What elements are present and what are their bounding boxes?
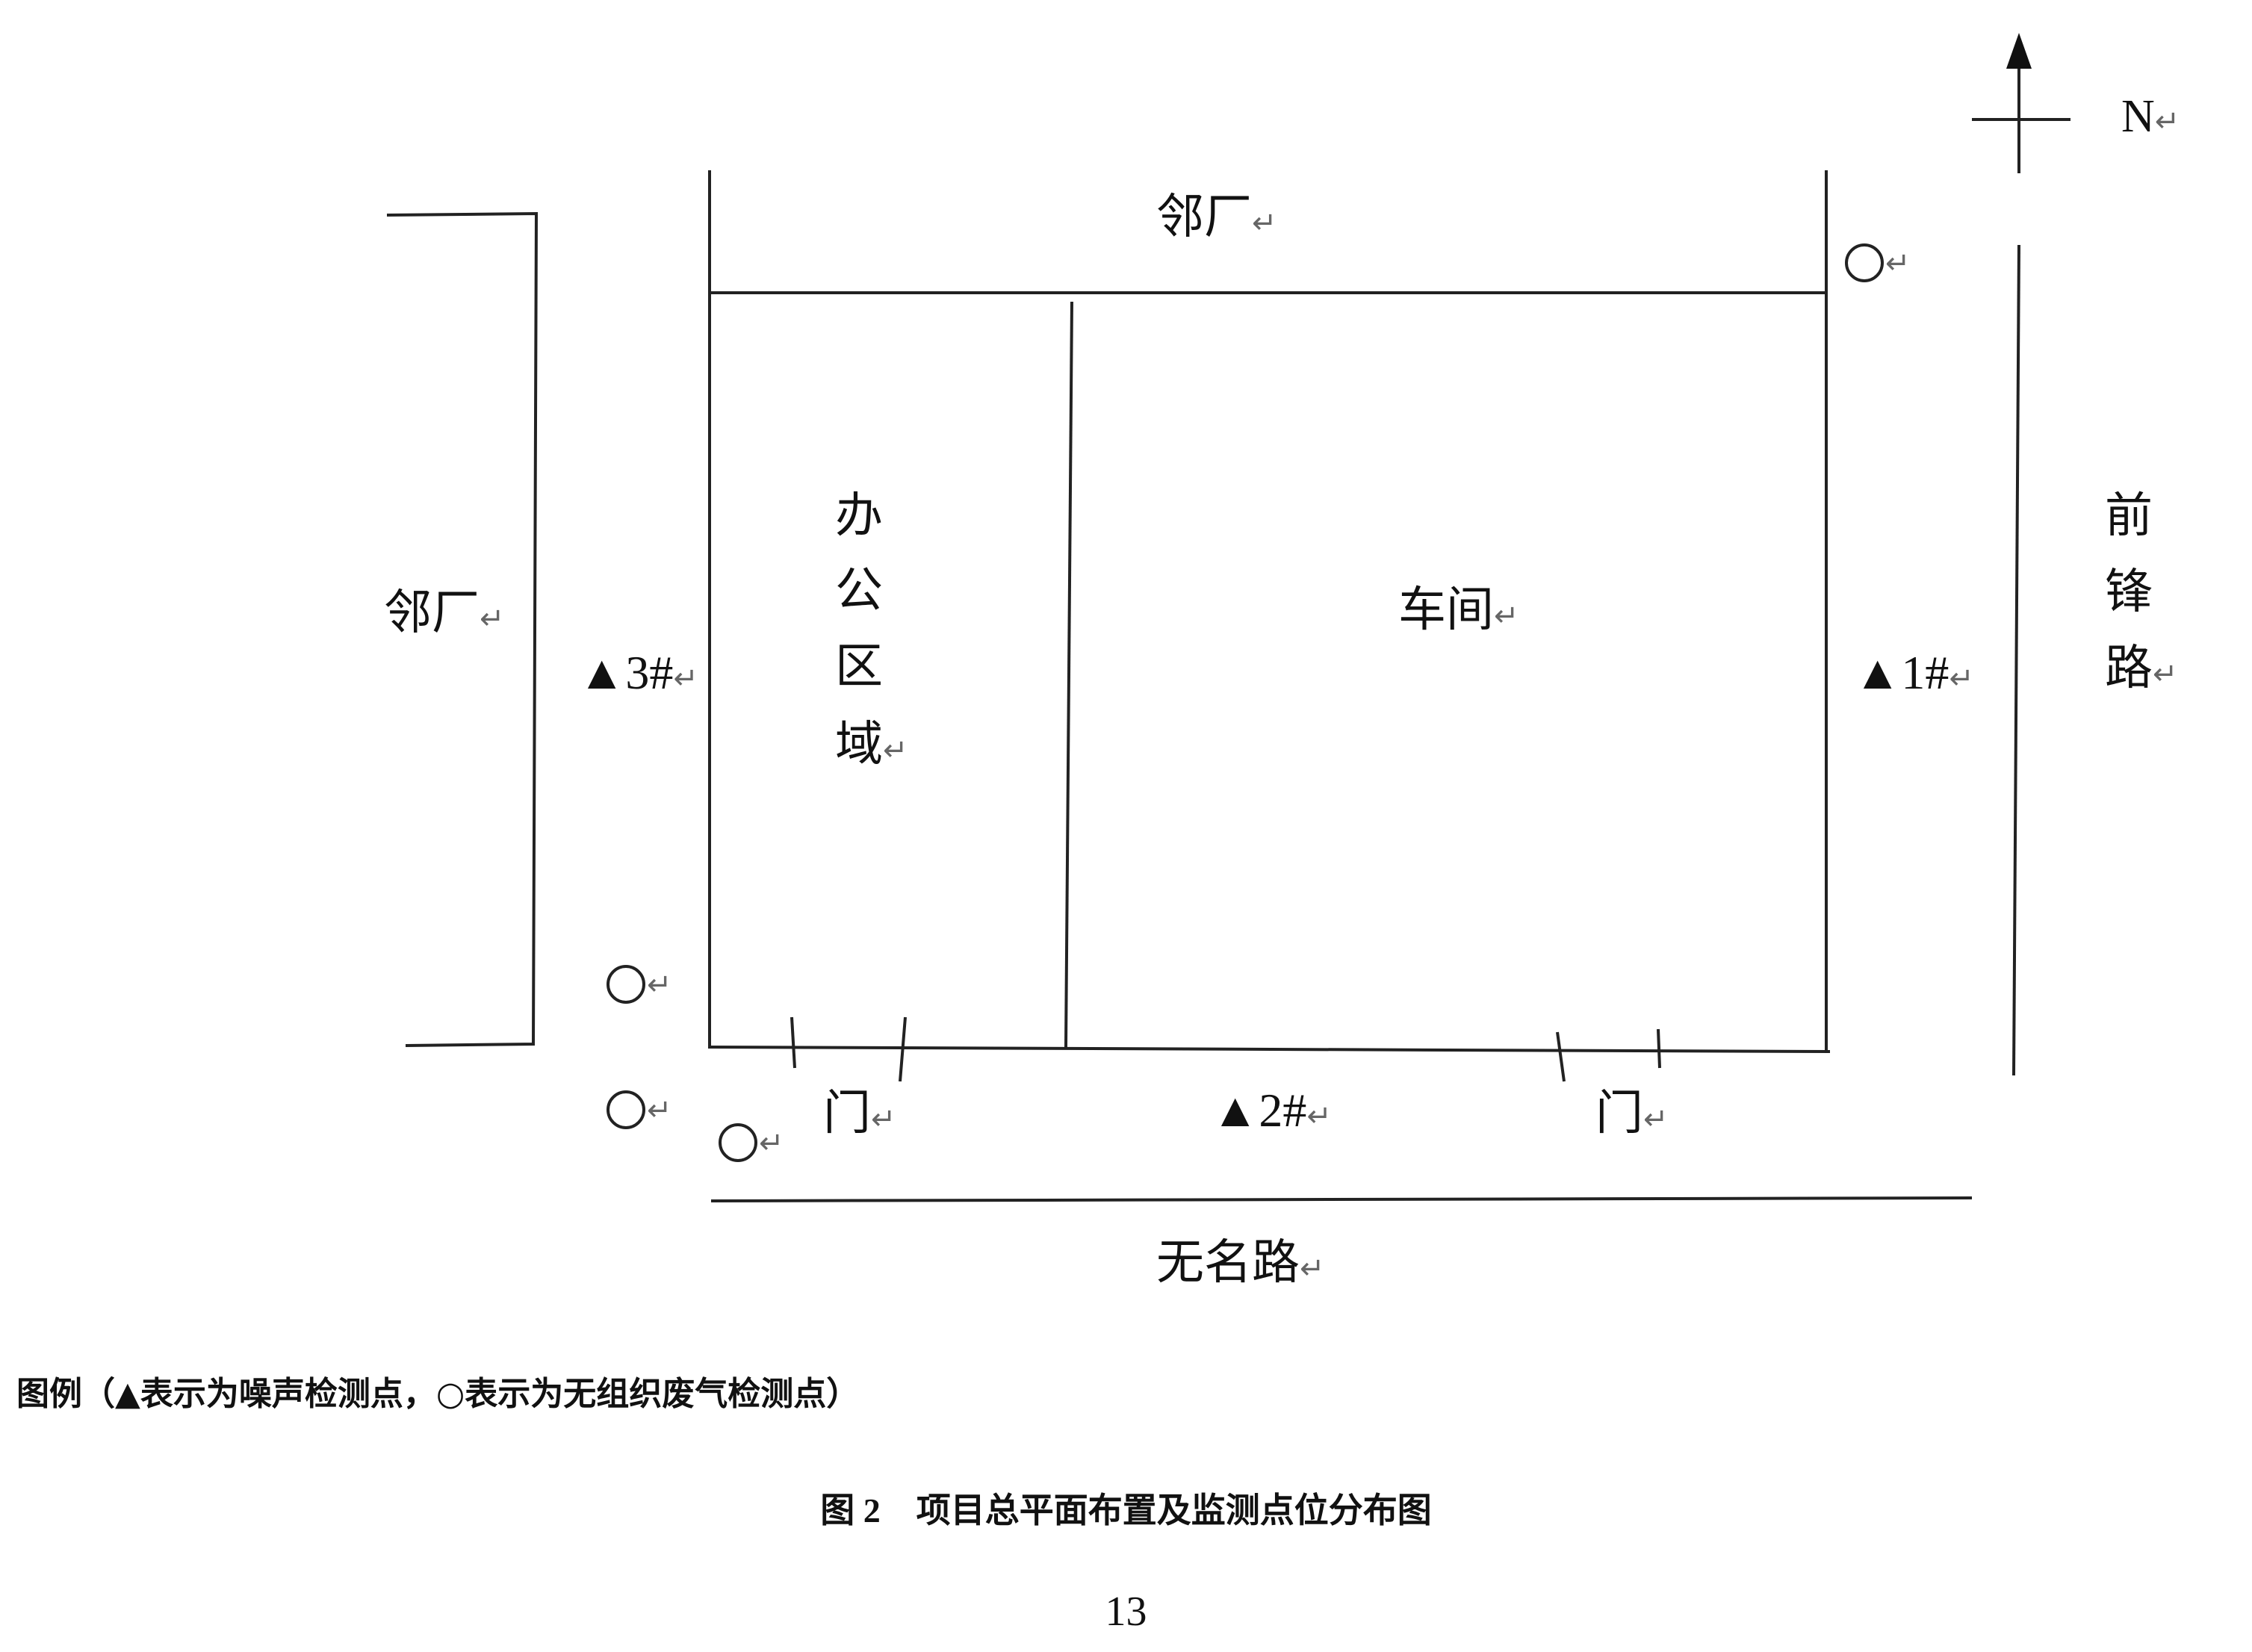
gate-tick xyxy=(899,1016,907,1082)
noise-point-3: ▲3#↵ xyxy=(578,646,698,699)
neighbor-factory-west-label: 邻厂↵ xyxy=(384,586,505,641)
air-monitoring-point xyxy=(607,965,645,1004)
page-number: 13 xyxy=(1105,1589,1147,1635)
legend: 图例（▲表示为噪声检测点，○表示为无组织废气检测点） xyxy=(16,1375,860,1413)
site-boundary-south xyxy=(709,1046,1831,1053)
north-label: N↵ xyxy=(2121,91,2180,142)
gate-tick xyxy=(790,1016,796,1069)
air-point-return-mark: ↵ xyxy=(647,968,672,1002)
gate-tick xyxy=(1657,1028,1661,1069)
figure-title: 项目总平面布置及监测点位分布图 xyxy=(916,1490,1432,1530)
air-monitoring-point xyxy=(719,1123,757,1162)
noise-point-2: ▲2#↵ xyxy=(1212,1084,1332,1137)
air-point-return-mark: ↵ xyxy=(759,1126,784,1161)
neighbor-factory-north-label: 邻厂↵ xyxy=(1156,190,1277,245)
figure-caption: 图 2 项目总平面布置及监测点位分布图 xyxy=(0,1483,2252,1533)
figure-number: 图 2 xyxy=(820,1491,881,1530)
office-workshop-divider xyxy=(1064,301,1073,1048)
gate-label: 门↵ xyxy=(1595,1086,1669,1141)
east-road-char: 锋 xyxy=(2105,565,2153,620)
office-area-char: 域↵ xyxy=(835,717,908,772)
east-road-char: 路↵ xyxy=(2105,641,2178,696)
air-point-return-mark: ↵ xyxy=(647,1093,672,1128)
air-monitoring-point xyxy=(1845,243,1884,282)
office-area-char: 区 xyxy=(835,639,883,695)
gate-tick xyxy=(1556,1031,1566,1082)
south-road-line xyxy=(710,1196,1973,1202)
east-road-char: 前 xyxy=(2105,488,2153,544)
office-area-char: 公 xyxy=(835,563,883,618)
air-monitoring-point xyxy=(607,1090,645,1129)
gate-label: 门↵ xyxy=(823,1086,896,1141)
noise-point-1: ▲1#↵ xyxy=(1854,646,1974,699)
workshop-label: 车间↵ xyxy=(1398,583,1519,638)
west-neighbor-bracket xyxy=(386,211,539,1047)
air-point-return-mark: ↵ xyxy=(1885,246,1911,281)
north-arrow-head xyxy=(2006,33,2032,69)
south-road-label: 无名路↵ xyxy=(1156,1235,1325,1291)
east-road-line xyxy=(2012,244,2020,1076)
office-area-char: 办 xyxy=(835,488,883,544)
